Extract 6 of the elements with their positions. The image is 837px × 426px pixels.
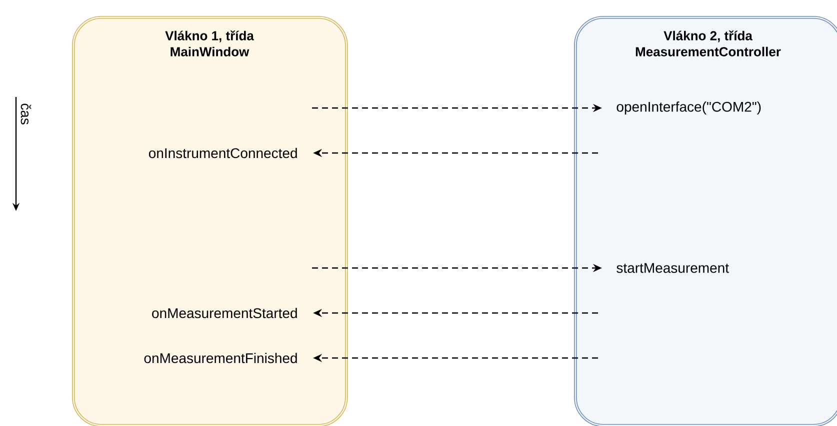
method-label: onMeasurementStarted <box>152 308 297 318</box>
axis-label: čas <box>20 104 32 124</box>
method-label: onMeasurementFinished <box>144 352 297 364</box>
method-label: openInterface("COM2") <box>616 101 761 115</box>
method-label: startMeasurement <box>616 263 729 273</box>
method-label: onInstrumentConnected <box>148 148 297 158</box>
